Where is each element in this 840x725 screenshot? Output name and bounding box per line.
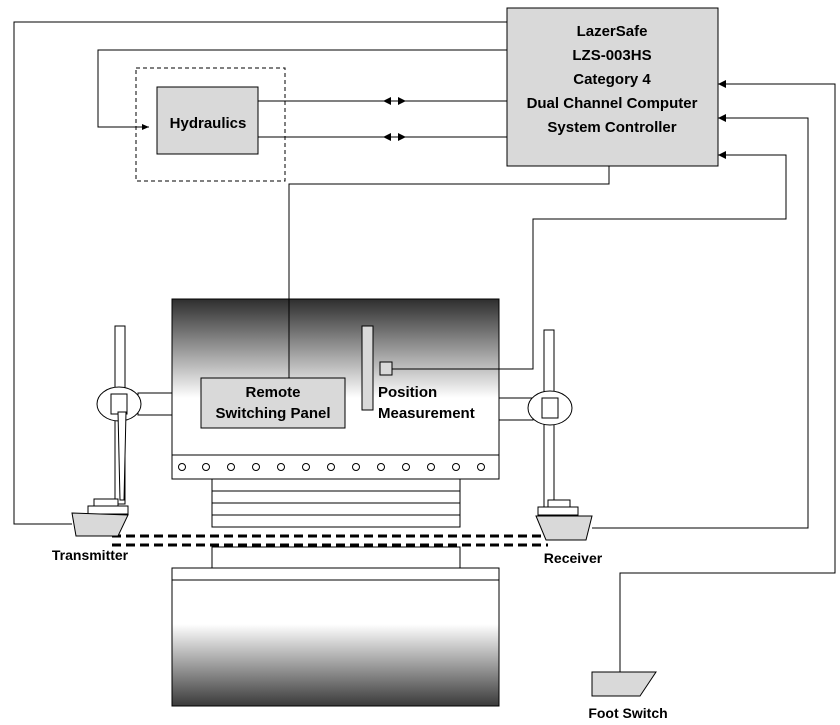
receiver-head [535, 515, 593, 541]
wire-transmitter [13, 21, 507, 525]
controller-box: LazerSafe LZS-003HS Category 4 Dual Chan… [506, 7, 719, 167]
remote-switching-panel: Remote Switching Panel [200, 377, 346, 429]
position-line-1: Position [378, 384, 437, 401]
wire-hydraulics-feed [97, 49, 507, 130]
controller-line-4: Dual Channel Computer [527, 95, 698, 112]
receiver-label: Receiver [544, 550, 603, 566]
wire-remote-panel [288, 166, 610, 378]
hydraulics-block: Hydraulics [135, 67, 286, 182]
foot-switch: Foot Switch [588, 671, 668, 721]
position-measurement: Position Measurement [361, 325, 475, 422]
wire-receiver [592, 117, 809, 529]
controller-input-arrows [718, 80, 726, 159]
bidirectional-arrows [383, 97, 406, 141]
bolt-row [178, 463, 485, 471]
wiring [13, 21, 836, 672]
transmitter-label: Transmitter [52, 547, 129, 563]
receiver-mount [498, 329, 579, 516]
wire-position [392, 154, 787, 370]
remote-panel-line-1: Remote [245, 384, 300, 401]
punch-tooling [211, 478, 461, 528]
transmitter-head [71, 512, 129, 537]
remote-panel-line-2: Switching Panel [215, 405, 330, 422]
foot-switch-label: Foot Switch [588, 705, 667, 721]
transmitter-mount [87, 325, 173, 515]
hydraulics-label: Hydraulics [170, 115, 247, 132]
controller-line-2: LZS-003HS [572, 47, 651, 64]
position-line-2: Measurement [378, 405, 475, 422]
press-bed [171, 546, 500, 707]
controller-line-3: Category 4 [573, 71, 651, 88]
laser-beams [112, 534, 548, 547]
wire-foot-switch [619, 83, 836, 672]
controller-line-5: System Controller [547, 119, 676, 136]
controller-line-1: LazerSafe [577, 23, 648, 40]
